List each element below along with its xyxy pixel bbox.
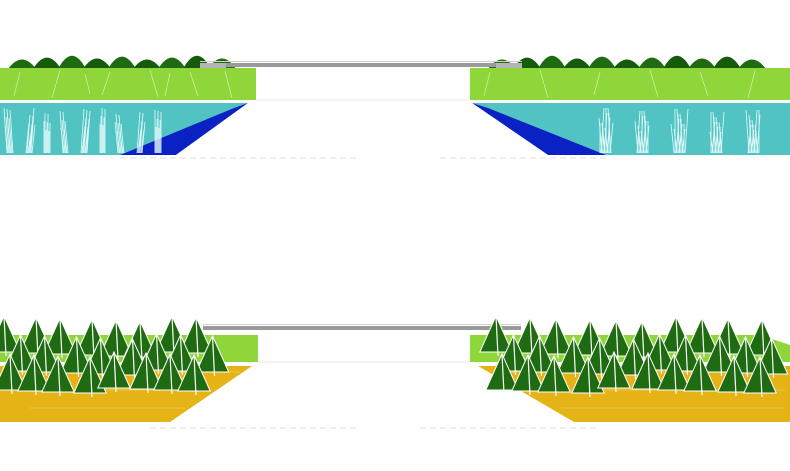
grass-texture-left <box>13 69 233 99</box>
tree-crown-icon <box>538 55 566 69</box>
conifer-tree-icon <box>743 355 777 398</box>
conifer-tree-icon <box>556 335 591 378</box>
conifer-tree-icon <box>539 316 573 359</box>
river-scene <box>0 55 790 159</box>
conifer-tree-icon <box>43 316 77 359</box>
tree-crown-icon <box>563 58 591 69</box>
forest-scene <box>0 314 790 429</box>
tree-crown-icon <box>33 57 61 69</box>
conifer-tree-icon <box>685 315 719 358</box>
tree-crown-icon <box>738 59 766 69</box>
tree-crown-icon <box>613 59 641 69</box>
bank-slope-left <box>120 103 248 155</box>
tree-crown-icon <box>638 57 666 69</box>
conifer-tree-icon <box>59 335 94 378</box>
water-texture-left <box>3 107 162 154</box>
water-texture-right <box>598 107 761 154</box>
conifer-tree-icon <box>511 353 545 396</box>
grass-bank-left <box>0 68 256 100</box>
tree-crown-icon <box>133 59 161 69</box>
conifer-tree-icon <box>717 354 751 397</box>
conifer-tree-icon <box>657 352 691 395</box>
tree-crown-icon <box>58 55 86 69</box>
bank-edge-right <box>470 103 548 155</box>
tree-crown-icon <box>8 59 36 69</box>
tree-line-right <box>488 55 766 69</box>
conifer-tree-icon <box>683 353 717 396</box>
conifer-tree-icon <box>597 350 631 393</box>
conifer-tree-icon <box>97 350 131 393</box>
tree-crown-icon <box>588 56 616 69</box>
conifer-tree-icon <box>0 314 21 357</box>
tree-crown-icon <box>158 57 186 69</box>
bridge-deck-bottom <box>203 324 521 363</box>
bridge-deck <box>200 61 522 101</box>
conifer-tree-icon <box>479 314 513 357</box>
conifer-forest-left <box>0 314 230 398</box>
tree-crown-icon <box>688 58 716 69</box>
conifer-tree-icon <box>17 353 51 396</box>
tree-crown-icon <box>83 58 111 69</box>
conifer-tree-icon <box>0 352 27 395</box>
conifer-tree-icon <box>702 334 737 377</box>
bank-edge-left <box>176 103 250 155</box>
conifer-tree-icon <box>153 352 187 395</box>
conifer-tree-icon <box>179 315 213 358</box>
water-right <box>472 103 790 155</box>
conifer-tree-icon <box>537 354 571 397</box>
conifer-tree-icon <box>41 354 75 397</box>
conifer-forest-right <box>479 314 789 398</box>
conifer-tree-icon <box>631 351 665 394</box>
grass-texture-right <box>483 69 756 99</box>
tree-crown-icon <box>663 55 691 69</box>
bank-slope-right <box>472 103 606 155</box>
conifer-tree-icon <box>616 337 651 380</box>
conifer-tree-icon <box>177 353 211 396</box>
conifer-tree-icon <box>195 334 230 377</box>
conifer-tree-icon <box>129 351 163 394</box>
tree-crown-icon <box>108 56 136 69</box>
grass-bank-right <box>470 68 790 100</box>
conifer-tree-icon <box>73 355 107 398</box>
conifer-tree-icon <box>571 355 605 398</box>
conifer-tree-icon <box>485 352 519 395</box>
tree-crown-icon <box>713 56 741 69</box>
